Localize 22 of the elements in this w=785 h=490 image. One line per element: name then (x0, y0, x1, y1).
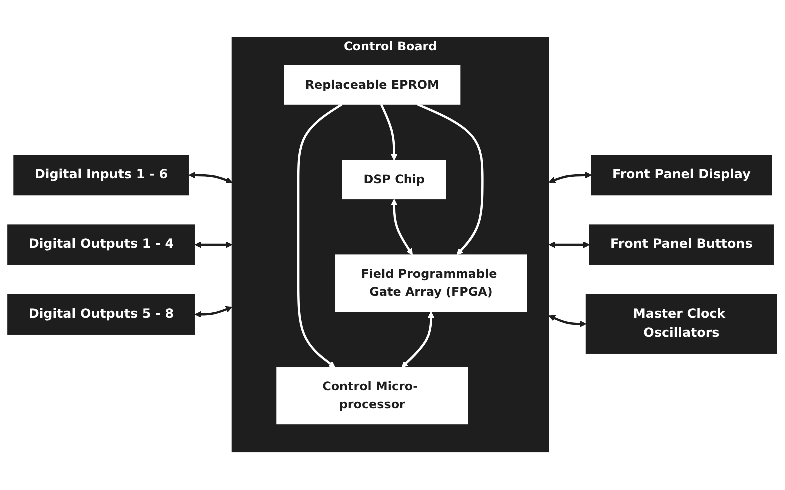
node-box (8, 224, 196, 266)
node-box (336, 254, 528, 312)
arrow (548, 315, 587, 328)
arrow (417, 104, 484, 256)
node-box (586, 294, 778, 354)
node-box (8, 294, 196, 335)
arrow (391, 199, 413, 256)
node-box (342, 160, 446, 200)
arrow (194, 242, 233, 248)
arrow (402, 312, 435, 368)
node-box (589, 224, 774, 266)
arrow (549, 242, 590, 248)
node-box (14, 155, 190, 196)
node-box (591, 155, 772, 196)
cluster (232, 37, 550, 453)
node-box (284, 65, 461, 105)
arrow (380, 104, 398, 161)
arrow (194, 306, 233, 318)
arrow (297, 104, 343, 368)
arrow (188, 172, 233, 184)
node-box (276, 367, 468, 425)
arrow (548, 172, 592, 184)
